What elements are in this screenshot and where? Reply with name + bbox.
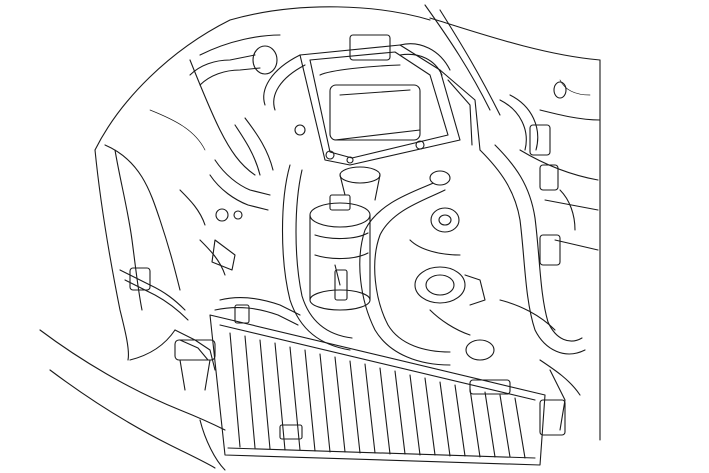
pulley xyxy=(409,207,495,361)
coolant-hose-center xyxy=(281,164,451,366)
coolant-hose-right xyxy=(479,94,586,355)
cable-harness xyxy=(119,267,216,391)
intake-pipe-left xyxy=(179,45,278,276)
electronic-control-module xyxy=(263,34,481,166)
air-filter-housing xyxy=(309,166,381,311)
fender-panel-left xyxy=(94,34,281,361)
bumper-lines xyxy=(39,329,226,469)
fan-shroud xyxy=(214,296,581,436)
radiator xyxy=(199,304,546,471)
hood-edge xyxy=(94,4,601,151)
